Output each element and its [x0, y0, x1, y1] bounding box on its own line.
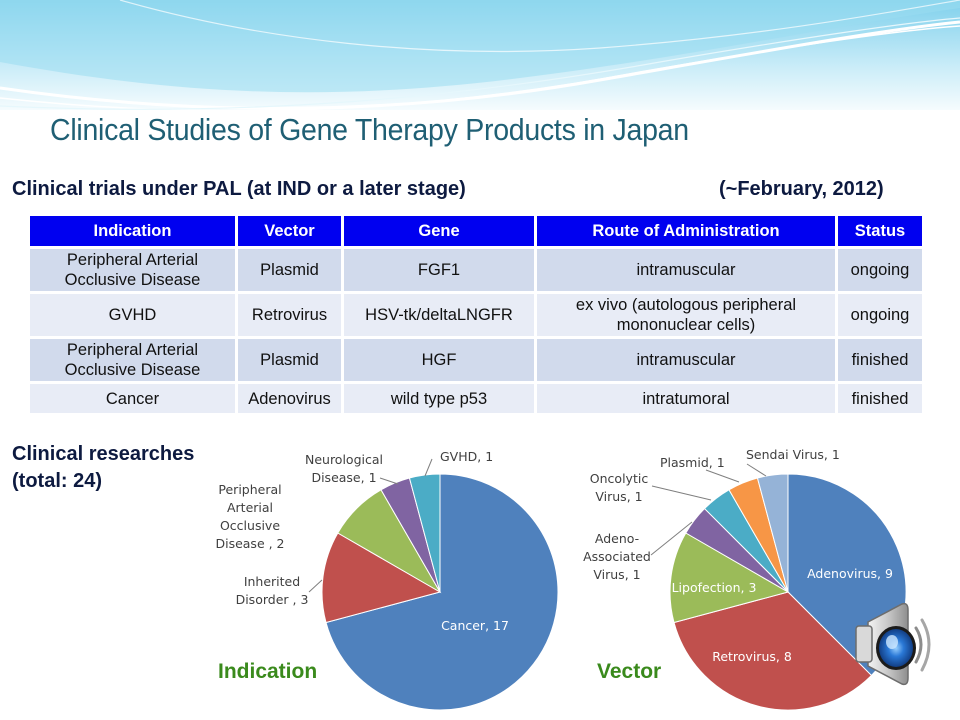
trials-heading: Clinical trials under PAL (at IND or a l…: [12, 178, 466, 200]
slice-label: Sendai Virus, 1: [746, 447, 840, 462]
pie-slice-lipofection: [669, 532, 790, 624]
label-leader-line: [308, 579, 323, 593]
table-row: Peripheral Arterial Occlusive Disease Pl…: [30, 339, 922, 381]
table-row: GVHD Retrovirus HSV-tk/deltaLNGFR ex viv…: [30, 294, 922, 336]
cell-gene: HGF: [344, 339, 534, 381]
cell-indication: Cancer: [30, 384, 235, 413]
cell-route: intramuscular: [537, 249, 835, 291]
pie-slice-sendai-virus: [756, 473, 789, 593]
cell-route: intratumoral: [537, 384, 835, 413]
label-leader-line: [705, 469, 740, 483]
header-status: Status: [838, 216, 922, 246]
cell-indication: GVHD: [30, 294, 235, 336]
indication-chart-title: Indication: [218, 660, 318, 683]
cell-indication: Peripheral Arterial Occlusive Disease: [30, 249, 235, 291]
cell-gene: wild type p53: [344, 384, 534, 413]
table-header-row: Indication Vector Gene Route of Administ…: [30, 216, 922, 246]
pie-slice-inherited-disorder: [321, 532, 442, 624]
research-heading-line1: Clinical researches: [12, 443, 195, 465]
wave-banner: [0, 0, 960, 120]
slice-label: Cancer, 17: [441, 618, 509, 633]
slice-label: Retrovirus, 8: [712, 649, 792, 664]
cell-vector: Plasmid: [238, 339, 341, 381]
header-gene: Gene: [344, 216, 534, 246]
vector-chart-title: Vector: [597, 660, 662, 683]
table-row: Cancer Adenovirus wild type p53 intratum…: [30, 384, 922, 413]
slice-label: Plasmid, 1: [660, 455, 725, 470]
research-heading: Clinical researches (total: 24): [12, 441, 194, 495]
cell-indication: Peripheral Arterial Occlusive Disease: [30, 339, 235, 381]
cell-status: finished: [838, 339, 922, 381]
table-row: Peripheral Arterial Occlusive Disease Pl…: [30, 249, 922, 291]
speaker-icon[interactable]: [850, 598, 940, 690]
trials-table: Indication Vector Gene Route of Administ…: [27, 213, 925, 416]
label-leader-line: [650, 521, 693, 556]
research-heading-total: (total: 24): [12, 470, 102, 492]
cell-vector: Plasmid: [238, 249, 341, 291]
slice-label: Lipofection, 3: [672, 580, 757, 595]
cell-vector: Adenovirus: [238, 384, 341, 413]
cell-status: ongoing: [838, 249, 922, 291]
header-vector: Vector: [238, 216, 341, 246]
cell-route: intramuscular: [537, 339, 835, 381]
slice-label: Adenovirus, 9: [807, 566, 893, 581]
cell-status: ongoing: [838, 294, 922, 336]
label-leader-line: [651, 485, 712, 501]
cell-vector: Retrovirus: [238, 294, 341, 336]
slice-label: GVHD, 1: [440, 449, 493, 464]
label-leader-line: [379, 477, 399, 485]
slide-title: Clinical Studies of Gene Therapy Product…: [50, 112, 689, 147]
cell-status: finished: [838, 384, 922, 413]
pie-slice-cancer: [325, 473, 559, 711]
cell-gene: FGF1: [344, 249, 534, 291]
pie-slice-retrovirus: [673, 591, 873, 711]
header-indication: Indication: [30, 216, 235, 246]
label-leader-line: [746, 463, 767, 477]
pie-slice-gvhd: [408, 473, 441, 593]
cell-gene: HSV-tk/deltaLNGFR: [344, 294, 534, 336]
trials-date: (~February, 2012): [719, 178, 884, 200]
header-route: Route of Administration: [537, 216, 835, 246]
cell-route: ex vivo (autologous peripheral mononucle…: [537, 294, 835, 336]
label-leader-line: [424, 458, 433, 477]
